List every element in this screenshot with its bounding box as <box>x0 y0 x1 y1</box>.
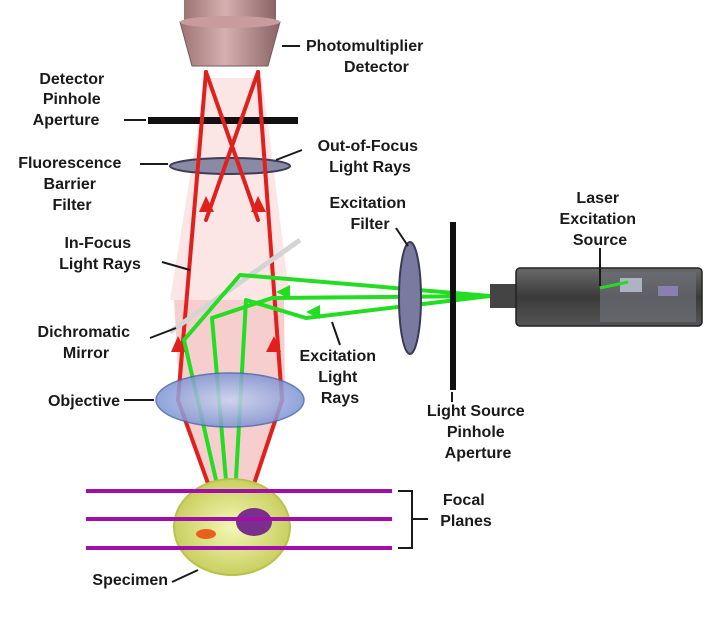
label-leaders <box>124 45 601 583</box>
fluorescence-filter-label: Fluorescence Barrier Filter <box>18 155 126 214</box>
light-source-pinhole-label-line: Aperture <box>445 445 512 462</box>
out-of-focus-label: Out-of-Focus Light Rays <box>318 138 423 176</box>
fluorescence-barrier-filter <box>169 157 291 175</box>
specimen-nucleus <box>236 508 272 536</box>
out-of-focus-label-line: Out-of-Focus <box>318 138 419 155</box>
in-focus-label-line: Light Rays <box>59 256 141 273</box>
dichromatic-mirror-label: Dichromatic Mirror <box>38 324 135 362</box>
out-of-focus-label-line: Light Rays <box>329 159 411 176</box>
laser-source-label-line: Excitation <box>560 211 636 228</box>
emission-ray-arrows <box>171 196 281 352</box>
dichromatic-mirror-label-line: Dichromatic <box>38 324 131 341</box>
detector-pinhole-label-line: Aperture <box>33 112 100 129</box>
excitation-filter <box>398 241 422 355</box>
focal-planes-bracket <box>398 490 428 549</box>
excitation-rays-label-line: Rays <box>321 390 359 407</box>
excitation-ray-arrows <box>276 285 320 319</box>
photomultiplier-label-line: Detector <box>344 59 409 76</box>
fluorescence-filter-label-line: Filter <box>52 197 91 214</box>
laser-source-label: Laser Excitation Source <box>560 190 641 249</box>
light-source-pinhole-label: Light Source Pinhole Aperture <box>427 403 529 462</box>
excitation-filter-label-line: Excitation <box>330 195 406 212</box>
focal-planes-label-line: Focal <box>443 492 485 509</box>
laser-excitation-source <box>490 267 703 327</box>
focal-planes <box>86 489 392 550</box>
laser-source-label-line: Laser <box>576 190 619 207</box>
light-source-pinhole-aperture <box>450 222 456 390</box>
photomultiplier-label-line: Photomultiplier <box>306 38 423 55</box>
in-focus-label-line: In-Focus <box>64 235 131 252</box>
in-focus-label: In-Focus Light Rays <box>59 235 141 273</box>
focal-planes-label: Focal Planes <box>440 492 492 530</box>
specimen-organelle <box>196 529 216 539</box>
dichromatic-mirror <box>168 237 302 335</box>
dichromatic-mirror-label-line: Mirror <box>63 345 109 362</box>
specimen <box>173 478 291 576</box>
specimen-label-line: Specimen <box>92 572 168 589</box>
light-source-pinhole-label-line: Light Source <box>427 403 525 420</box>
fluorescence-filter-label-line: Fluorescence <box>18 155 121 172</box>
objective-lens <box>155 372 305 428</box>
detector-pinhole-label-line: Pinhole <box>43 91 101 108</box>
excitation-filter-label: Excitation Filter <box>330 195 411 233</box>
objective-label-line: Objective <box>48 393 120 410</box>
photomultiplier-detector <box>179 0 281 67</box>
photomultiplier-label: Photomultiplier Detector <box>306 38 428 76</box>
excitation-rays-label-line: Light <box>318 369 358 386</box>
fluorescence-filter-label-line: Barrier <box>44 176 96 193</box>
excitation-rays-label-line: Excitation <box>300 348 376 365</box>
focal-planes-label-line: Planes <box>440 513 492 530</box>
laser-source-label-line: Source <box>573 232 627 249</box>
specimen-label: Specimen <box>92 572 168 589</box>
excitation-rays-label: Excitation Light Rays <box>300 348 381 407</box>
objective-label: Objective <box>48 393 120 410</box>
light-source-pinhole-label-line: Pinhole <box>447 424 505 441</box>
detector-pinhole-label-line: Detector <box>39 71 104 88</box>
detector-pinhole-label: Detector Pinhole Aperture <box>33 71 109 129</box>
excitation-filter-label-line: Filter <box>350 216 389 233</box>
